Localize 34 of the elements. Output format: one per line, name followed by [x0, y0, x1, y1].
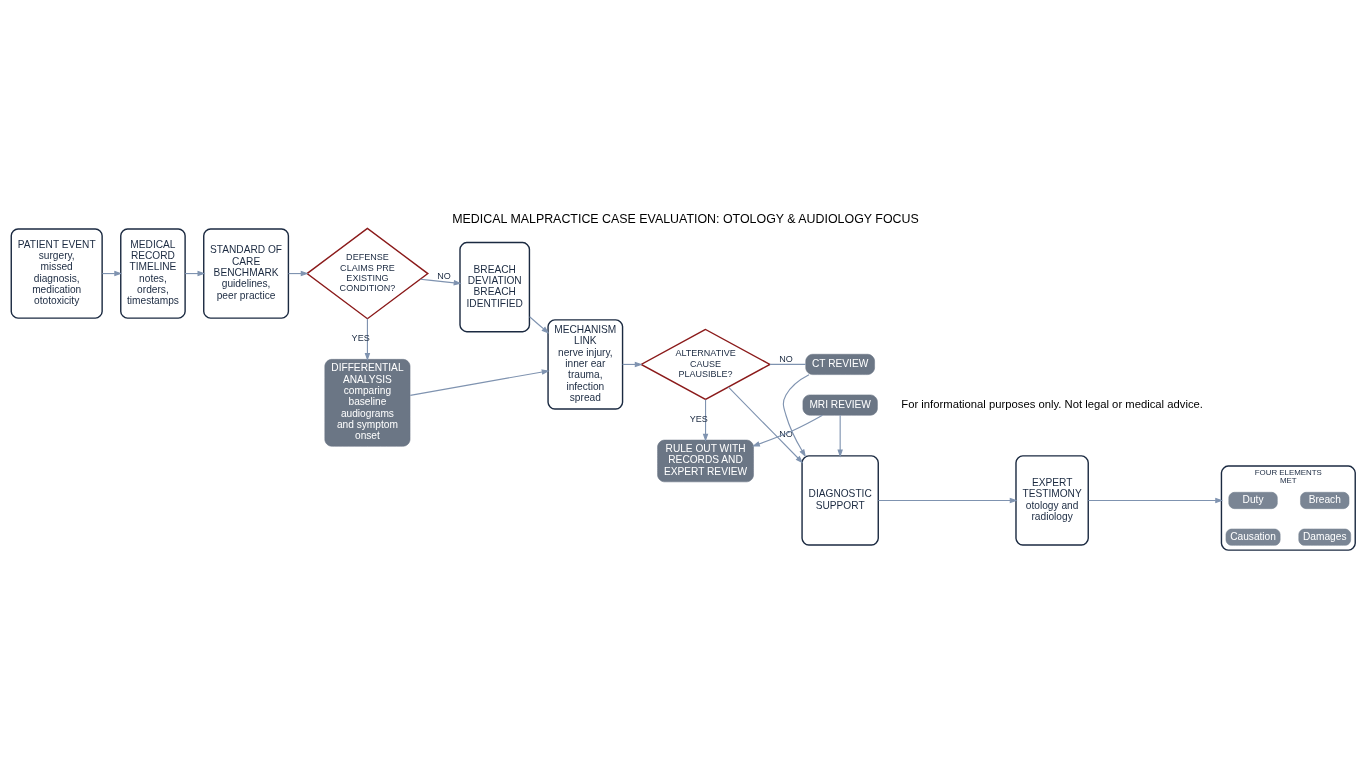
node-box: BREACH DEVIATION BREACH IDENTIFIED: [458, 241, 530, 333]
node-box: DIAGNOSTIC SUPPORT: [800, 455, 879, 546]
arrow: [751, 414, 823, 447]
node-box: EXPERT TESTIMONY otology and radiology: [1014, 455, 1089, 546]
node-box: Duty: [1228, 492, 1278, 509]
arrow: [409, 369, 550, 396]
node-box: Breach: [1299, 492, 1349, 509]
node-diamond: ALTERNATIVE CAUSE PLAUSIBLE?: [639, 328, 771, 401]
node-box: MECHANISM LINK nerve injury, inner ear trauma, infection spread: [546, 319, 623, 410]
caption: For informational purposes only. Not legal or medical advice.: [900, 397, 1203, 410]
node-box: MRI REVIEW: [802, 394, 878, 416]
node-box: Damages: [1298, 528, 1351, 546]
node-box: CT REVIEW: [804, 354, 875, 375]
diagram-title: MEDICAL MALPRACTICE CASE EVALUATION: OTOLOGY & AUDIOLOGY FOCUS: [451, 211, 919, 226]
arrow: [702, 399, 708, 442]
node-box: PATIENT EVENT surgery, missed diagnosis, medication ototoxicity: [10, 228, 103, 319]
arrow: [727, 386, 803, 464]
arrow: [528, 316, 549, 334]
connector: [768, 363, 806, 365]
arrow: [877, 497, 1018, 504]
edge-label: NO: [778, 353, 793, 364]
edge-label: NO: [436, 270, 451, 281]
node-box: STANDARD OF CARE BENCHMARK guidelines, peer practice: [202, 228, 289, 319]
node-box: Causation: [1225, 528, 1280, 546]
node-diamond: DEFENSE CLAIMS PRE EXISTING CONDITION?: [305, 227, 429, 320]
arrow: [836, 414, 843, 458]
arrow: [782, 374, 810, 458]
arrow: [1087, 497, 1223, 504]
arrow: [364, 318, 370, 361]
node-box: RULE OUT WITH RECORDS AND EXPERT REVIEW: [656, 439, 754, 483]
node-box: MEDICAL RECORD TIMELINE notes, orders, timestamps: [119, 228, 186, 319]
edge-label: NO: [778, 429, 793, 440]
arrow: [419, 278, 462, 286]
node-box: DIFFERENTIAL ANALYSIS comparing baseline audiograms and symptom onset: [324, 359, 410, 447]
